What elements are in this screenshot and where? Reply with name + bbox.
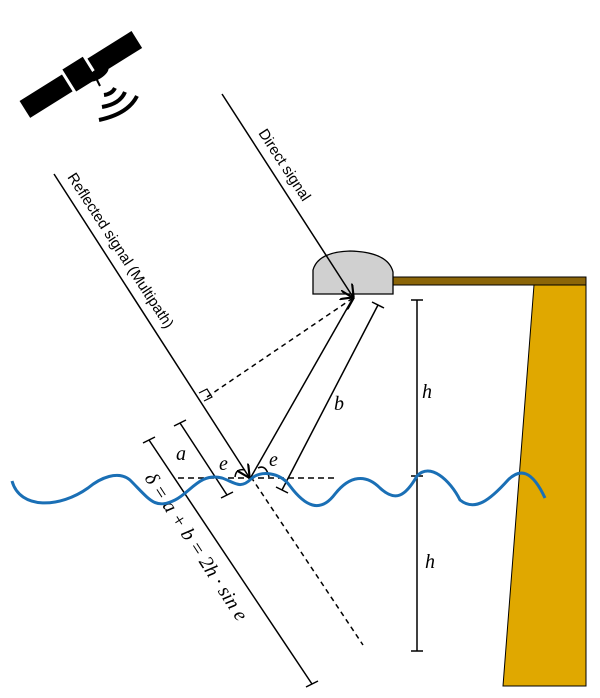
direct-signal-ray: [221, 93, 353, 297]
b-tick-bottom: [275, 486, 289, 494]
reflected-signal-label: Reflected signal (Multipath): [64, 170, 177, 332]
elevation-angle-label-left: e: [219, 453, 228, 475]
antenna-dome-icon: [312, 250, 394, 295]
elevation-angle-label-right: e: [269, 449, 278, 471]
reflected-signal-ray: [53, 173, 249, 477]
platform: [392, 276, 587, 286]
b-dimension-line: [281, 304, 379, 491]
a-dimension-line: [179, 422, 228, 496]
path-difference-dashed-line: [206, 298, 353, 398]
reflected-to-antenna-ray: [250, 297, 354, 478]
formula-label: δ = a + b = 2h · sin e: [140, 469, 252, 625]
elevation-angle-arc-left: [234, 468, 246, 478]
delta-tick-top: [142, 436, 156, 444]
wall: [502, 284, 587, 687]
h-label-upper: h: [422, 381, 432, 403]
mirror-extension-dashed-line: [250, 476, 364, 646]
a-tick-top: [173, 419, 187, 427]
right-angle-marker: [198, 388, 213, 402]
delta-tick-bottom: [305, 680, 319, 688]
delta-dimension-line: [148, 439, 313, 685]
h-label-lower: h: [425, 551, 435, 573]
satellite-icon: [19, 31, 143, 122]
a-label: a: [176, 443, 186, 465]
direct-signal-label: Direct signal: [255, 126, 314, 204]
a-tick-bottom: [220, 491, 234, 499]
b-label: b: [334, 393, 344, 415]
b-tick-top: [371, 301, 385, 309]
water-surface: [10, 469, 547, 507]
